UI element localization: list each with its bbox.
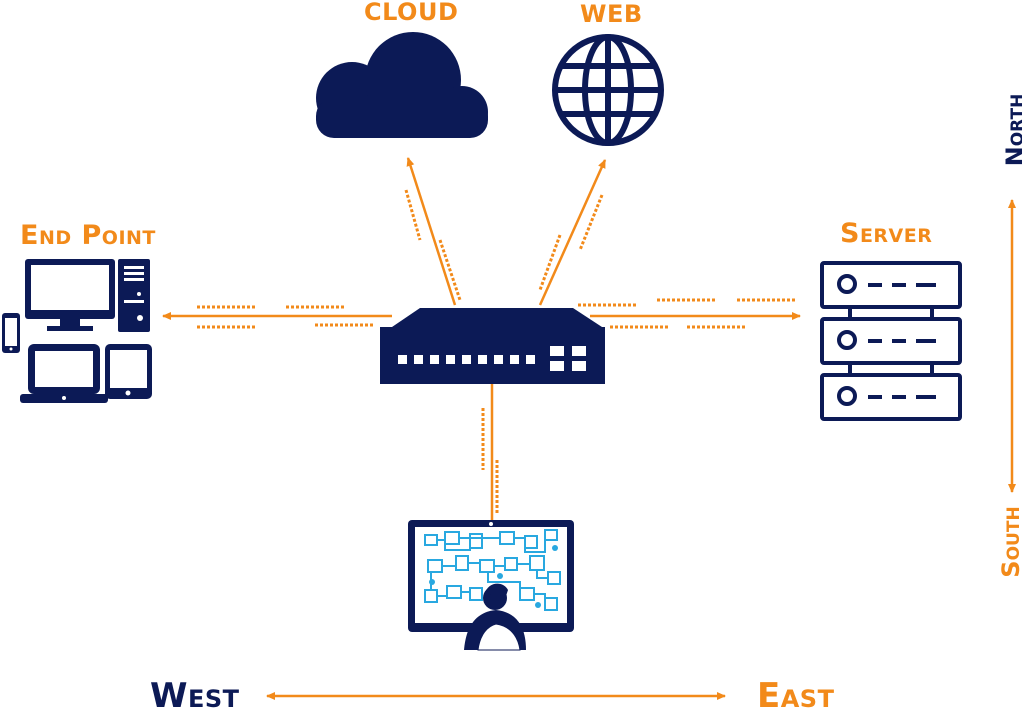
cloud-icon	[316, 32, 488, 138]
endpoint-devices	[2, 259, 152, 403]
connections	[162, 157, 801, 522]
traffic-dots	[197, 189, 797, 515]
laptop-icon	[20, 344, 108, 403]
server-rack-icon	[820, 261, 962, 421]
north-label: North	[1001, 93, 1022, 167]
web-label: WEB	[580, 0, 643, 28]
user-silhouette-icon	[464, 583, 526, 651]
desktop-computer-icon	[25, 259, 150, 332]
smartphone-icon	[2, 313, 20, 353]
cloud-label: CLOUD	[364, 0, 459, 26]
link-switch-to-web	[538, 159, 607, 306]
network-switch-icon	[380, 308, 605, 384]
server-label: Server	[840, 218, 933, 249]
south-label: South	[997, 506, 1022, 578]
east-label: East	[757, 676, 835, 716]
tablet-icon	[105, 344, 152, 399]
globe-icon	[552, 34, 664, 146]
link-switch-to-cloud	[406, 157, 457, 306]
endpoint-label: End Point	[20, 220, 156, 251]
west-label: West	[150, 676, 240, 716]
